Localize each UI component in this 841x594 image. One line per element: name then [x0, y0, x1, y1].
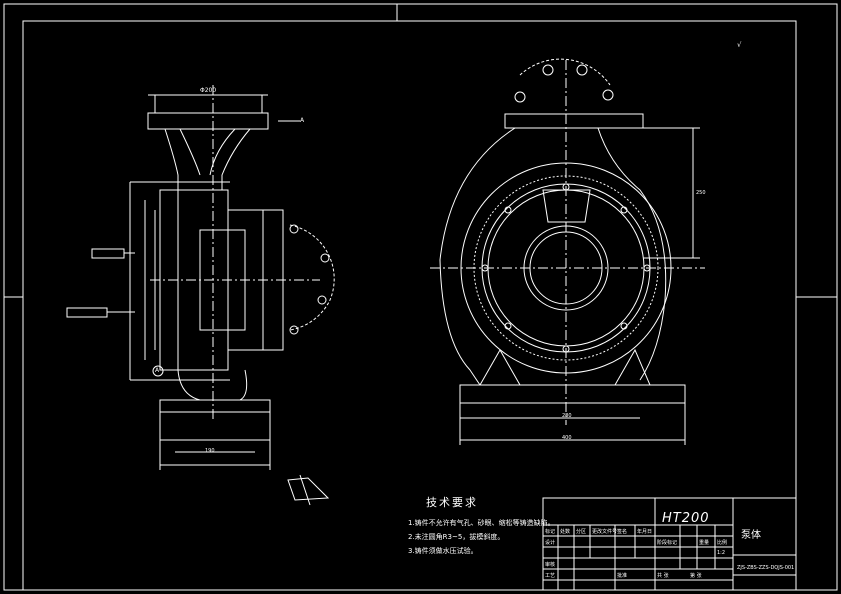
drawing-frame	[22, 20, 797, 591]
left-section-view	[66, 85, 335, 506]
requirement-item-3: 3.铸件须做水压试验。	[408, 547, 478, 555]
dim-overall-base: 400	[562, 435, 572, 441]
tb-label-stage: 阶段标记	[657, 540, 678, 546]
section-arrow-label: A	[300, 117, 305, 124]
technical-requirements-title: 技术要求	[426, 496, 478, 509]
dim-base-right: 280	[562, 413, 572, 419]
tb-label-mark: 标记	[545, 529, 556, 535]
tb-label-count: 处数	[560, 529, 571, 535]
dim-height-right: 250	[696, 190, 706, 196]
tb-label-review: 审核	[545, 562, 556, 568]
part-name: 泵体	[741, 530, 761, 541]
tb-label-weight: 重量	[699, 540, 710, 546]
technical-requirements: 技术要求 1.铸件不允许有气孔、砂眼、缩松等铸造缺陷。 2.未注圆角R3~5，拔…	[408, 494, 558, 558]
right-front-view	[430, 58, 705, 445]
dim-top-flange: Φ200	[200, 87, 217, 94]
tb-label-scale: 比例	[717, 540, 728, 546]
requirement-item-1: 1.铸件不允许有气孔、砂眼、缩松等铸造缺陷。	[408, 519, 555, 527]
tb-scale-value: 1:2	[717, 550, 726, 556]
roughness-symbol: √	[737, 41, 742, 49]
tb-label-change: 更改文件号	[592, 529, 618, 535]
title-block	[542, 497, 797, 591]
tb-label-zone: 分区	[576, 529, 587, 535]
drawing-number: ZJS-ZBS-ZZS-DQJS-001	[737, 565, 795, 571]
datum-label: A	[155, 367, 160, 374]
tb-label-sign: 签名	[617, 529, 628, 535]
tb-label-total-sheets: 共 张	[657, 573, 669, 579]
tb-label-sheet-no: 第 张	[690, 573, 702, 579]
requirement-item-2: 2.未注圆角R3~5，拔模斜度。	[408, 533, 505, 541]
material-label: HT200	[662, 511, 710, 526]
tb-label-approve: 批准	[617, 573, 628, 579]
dim-base-left: 190	[205, 448, 215, 454]
tb-label-design: 设计	[545, 540, 556, 546]
tb-label-process: 工艺	[545, 573, 556, 579]
tb-label-date: 年月日	[637, 529, 653, 535]
